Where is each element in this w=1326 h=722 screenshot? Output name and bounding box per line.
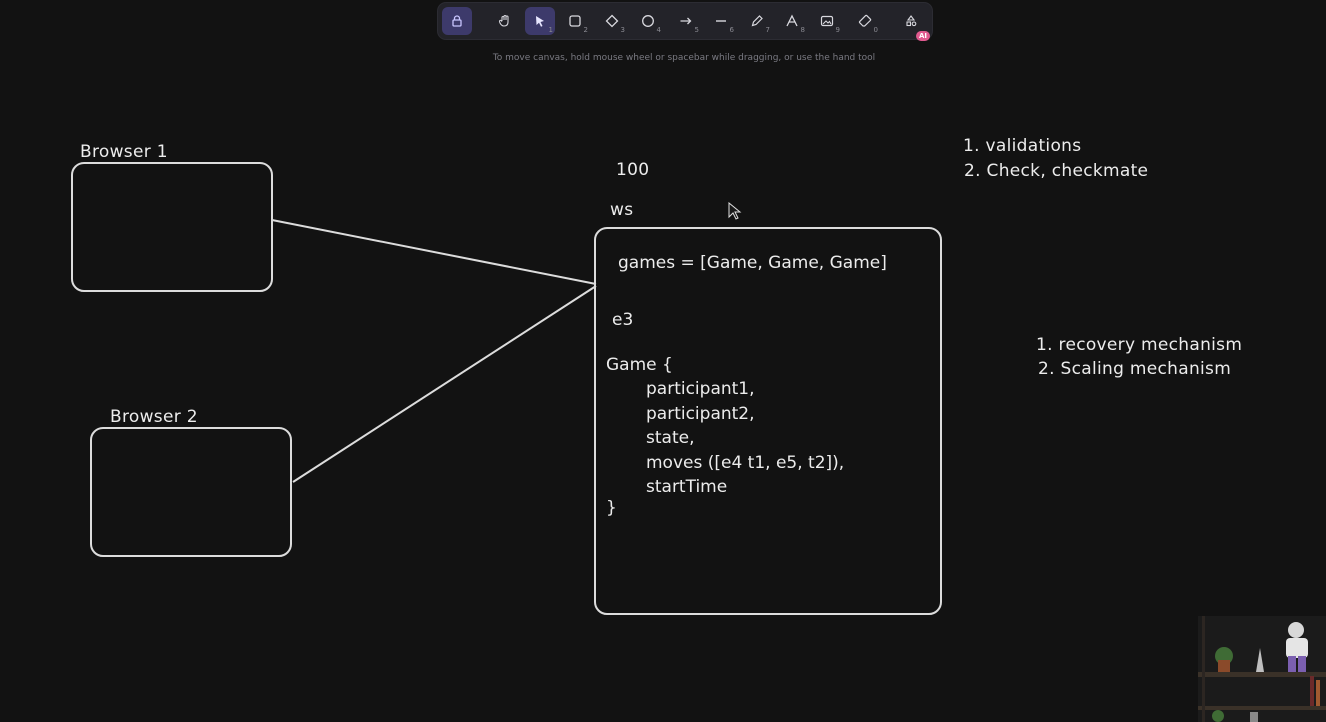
shapes-icon — [906, 15, 917, 27]
hand-tool-button[interactable] — [490, 7, 520, 35]
line-icon — [716, 20, 726, 22]
tool-shortcut: 6 — [729, 26, 734, 34]
game-struct-line[interactable]: moves ([e4 t1, e5, t2]), — [646, 453, 845, 473]
ellipse-tool-button[interactable]: 4 — [633, 7, 663, 35]
rectangle-icon — [569, 15, 581, 27]
browser-1-connector[interactable] — [271, 219, 597, 285]
browser-1-box[interactable] — [71, 162, 273, 292]
mouse-cursor-icon — [728, 202, 742, 220]
selection-tool-button[interactable]: 1 — [525, 7, 555, 35]
canvas-hint: To move canvas, hold mouse wheel or spac… — [492, 53, 876, 63]
game-struct-line[interactable]: state, — [646, 428, 695, 448]
list-a-item[interactable]: 1. validations — [963, 136, 1082, 156]
lock-icon — [452, 15, 462, 27]
ai-badge: AI — [915, 31, 930, 41]
more-tools-button[interactable]: AI — [896, 7, 930, 41]
tool-shortcut: 1 — [548, 26, 553, 34]
text-icon — [786, 14, 798, 27]
games-line[interactable]: games = [Game, Game, Game] — [618, 253, 887, 273]
list-a-item[interactable]: 2. Check, checkmate — [964, 161, 1149, 181]
game-struct-line[interactable]: } — [606, 498, 617, 518]
game-struct-line[interactable]: startTime — [646, 477, 728, 497]
tool-shortcut: 5 — [694, 26, 699, 34]
ellipse-icon — [642, 15, 654, 27]
lock-tool-button[interactable] — [442, 7, 472, 35]
tool-shortcut: 8 — [800, 26, 805, 34]
webcam-overlay — [1198, 616, 1326, 722]
list-b-item[interactable]: 2. Scaling mechanism — [1038, 359, 1232, 379]
tool-shortcut: 2 — [583, 26, 588, 34]
browser-2-connector[interactable] — [292, 285, 597, 483]
hand-icon — [498, 14, 509, 27]
toolbar: 1 2 3 4 5 6 7 8 9 0 AI — [438, 3, 932, 41]
browser-2-label[interactable]: Browser 2 — [110, 407, 198, 427]
image-tool-button[interactable]: 9 — [812, 7, 842, 35]
eraser-icon — [858, 14, 872, 27]
server-box[interactable] — [594, 227, 942, 615]
text-tool-button[interactable]: 8 — [777, 7, 807, 35]
e3-label[interactable]: e3 — [612, 310, 634, 330]
eraser-tool-button[interactable]: 0 — [850, 7, 880, 35]
tool-shortcut: 7 — [765, 26, 770, 34]
webcam-image — [1198, 616, 1326, 722]
game-struct-line[interactable]: participant1, — [646, 379, 755, 399]
browser-2-box[interactable] — [90, 427, 292, 557]
diamond-icon — [605, 14, 619, 28]
arrow-icon — [680, 17, 692, 25]
image-icon — [820, 15, 834, 27]
list-b-item[interactable]: 1. recovery mechanism — [1036, 335, 1243, 355]
tool-shortcut: 3 — [620, 26, 625, 34]
game-struct-line[interactable]: Game { — [606, 355, 673, 375]
line-tool-button[interactable]: 6 — [706, 7, 736, 35]
tool-shortcut: 0 — [873, 26, 878, 34]
game-struct-line[interactable]: participant2, — [646, 404, 755, 424]
cursor-icon — [536, 16, 544, 27]
tool-shortcut: 4 — [656, 26, 661, 34]
arrow-tool-button[interactable]: 5 — [671, 7, 701, 35]
tool-shortcut: 9 — [835, 26, 840, 34]
rectangle-tool-button[interactable]: 2 — [560, 7, 590, 35]
browser-1-label[interactable]: Browser 1 — [80, 142, 168, 162]
count-label[interactable]: 100 — [616, 160, 650, 180]
diamond-tool-button[interactable]: 3 — [597, 7, 627, 35]
draw-tool-button[interactable]: 7 — [742, 7, 772, 35]
ws-label[interactable]: ws — [610, 200, 634, 220]
pencil-icon — [751, 15, 763, 27]
